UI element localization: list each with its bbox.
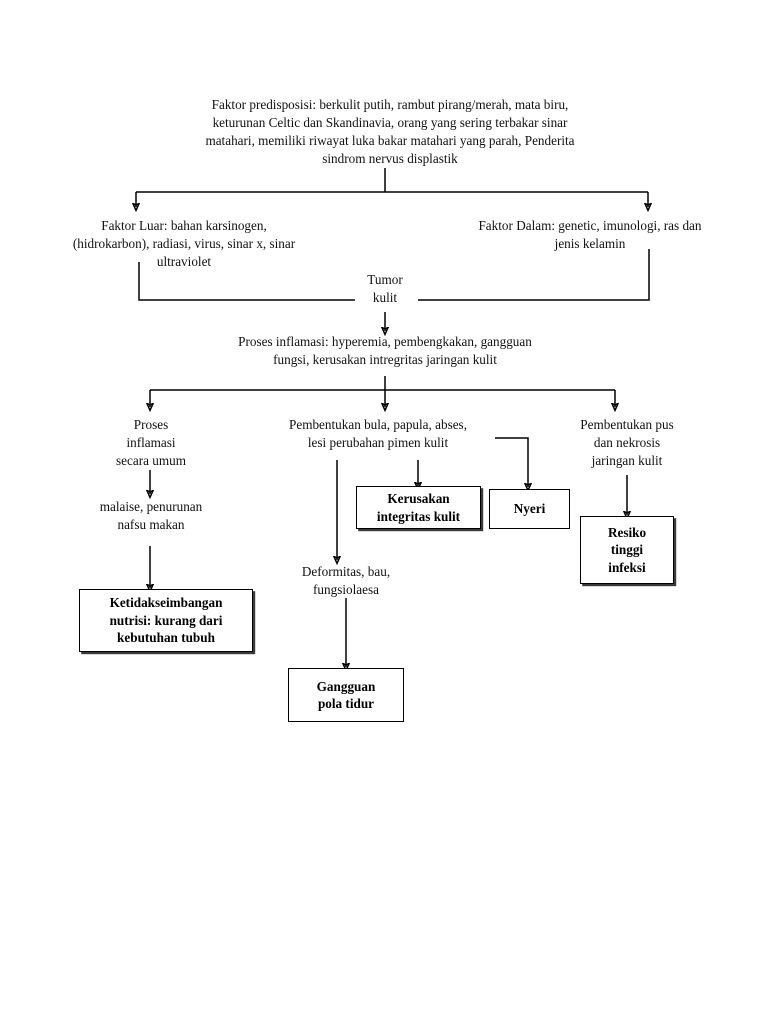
node-faktor-predisposisi: Faktor predisposisi: berkulit putih, ram… (205, 97, 575, 166)
node-faktor-luar: Faktor Luar: bahan karsinogen, (hidrokar… (72, 218, 296, 269)
box-resiko-tinggi-infeksi[interactable]: Resiko tinggi infeksi (580, 516, 674, 584)
box-kerusakan-integritas-kulit[interactable]: Kerusakan integritas kulit (356, 486, 481, 529)
edge-proses-inflamasi-to-split3 (150, 376, 615, 407)
edge-faktor-dalam-to-tumor (418, 249, 650, 301)
node-proses-inflamasi-secara-umum: Proses inflamasi secara umum (116, 417, 186, 468)
box-ketidakseimbangan-nutrisi[interactable]: Ketidakseimbangan nutrisi: kurang dari k… (79, 589, 253, 652)
node-malaise-penurunan-nafsu-makan: malaise, penurunan nafsu makan (99, 499, 203, 532)
node-deformitas: Deformitas, bau, fungsiolaesa (301, 564, 391, 597)
box-nyeri[interactable]: Nyeri (489, 489, 570, 529)
edge-bula-to-nyeri (495, 437, 528, 487)
node-pembentukan-pus: Pembentukan pus dan nekrosis jaringan ku… (580, 417, 674, 468)
node-pembentukan-bula: Pembentukan bula, papula, abses, lesi pe… (289, 417, 467, 450)
node-proses-inflamasi: Proses inflamasi: hyperemia, pembengkaka… (238, 334, 532, 367)
node-tumor-kulit: Tumor kulit (367, 272, 403, 305)
edge-predisposisi-to-split (136, 168, 648, 207)
box-gangguan-pola-tidur[interactable]: Gangguan pola tidur (288, 668, 404, 722)
node-faktor-dalam: Faktor Dalam: genetic, imunologi, ras da… (478, 218, 702, 251)
